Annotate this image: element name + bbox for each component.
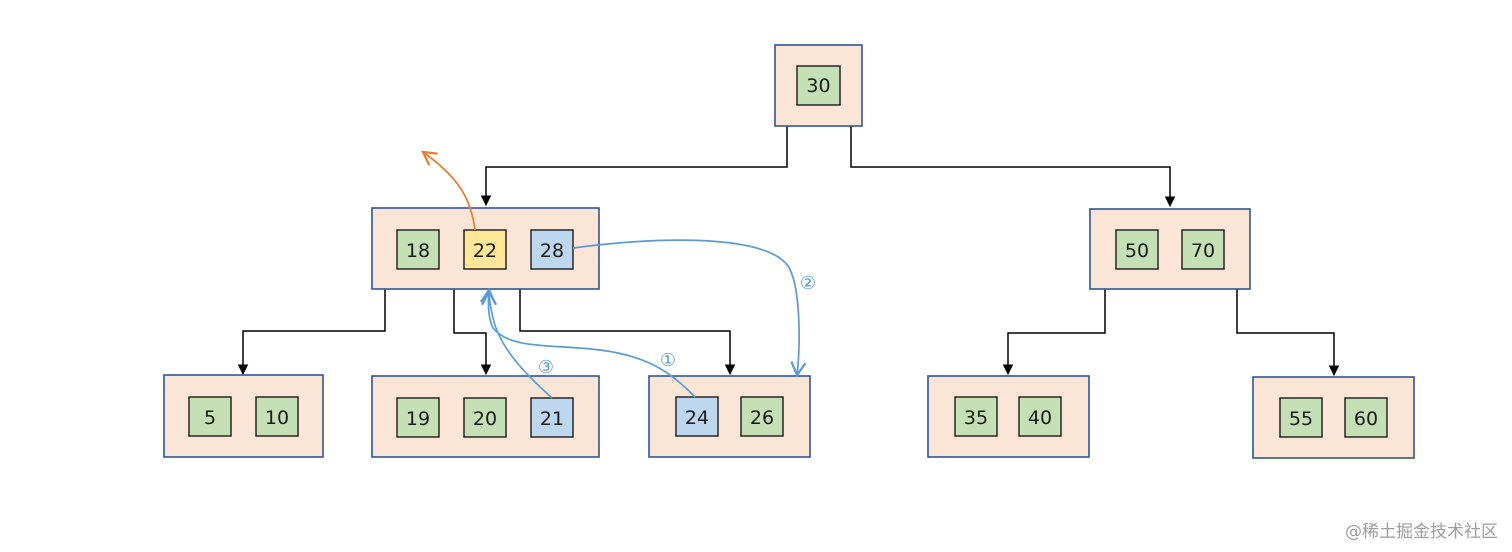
key-cell: 70 <box>1181 229 1225 270</box>
tree-edges <box>237 126 1340 377</box>
key-value: 21 <box>540 408 564 430</box>
key-cell: 5 <box>188 396 232 437</box>
edge-right-to-leaf-5 <box>1236 289 1340 377</box>
key-cell: 40 <box>1018 396 1062 437</box>
edge-left-to-leaf-3 <box>519 289 736 376</box>
key-cell: 10 <box>255 396 299 437</box>
step-label-1: ① <box>660 350 676 371</box>
node-leaf-5: 55 60 <box>1252 376 1415 459</box>
key-cell: 26 <box>740 396 784 437</box>
key-value: 26 <box>750 407 774 429</box>
step-label-2: ② <box>800 273 816 294</box>
node-root: 30 <box>774 44 863 127</box>
key-value: 20 <box>473 408 497 430</box>
key-cell: 22 <box>463 229 507 270</box>
key-value: 50 <box>1125 240 1149 262</box>
key-cell: 50 <box>1115 229 1159 270</box>
key-cell: 60 <box>1344 397 1388 438</box>
key-value: 19 <box>406 408 430 430</box>
key-value: 22 <box>473 240 497 262</box>
key-value: 30 <box>806 75 830 97</box>
key-cell: 21 <box>530 397 574 438</box>
node-leaf-3: 24 26 <box>648 375 811 458</box>
key-value: 5 <box>204 407 216 429</box>
node-left-internal: 18 22 28 <box>371 207 600 290</box>
edge-left-to-leaf-1 <box>237 289 386 376</box>
key-cell: 30 <box>796 65 841 106</box>
key-value: 40 <box>1028 407 1052 429</box>
key-value: 10 <box>265 407 289 429</box>
step-label-3: ③ <box>538 357 554 378</box>
edge-root-to-right <box>850 126 1176 208</box>
key-cell: 18 <box>396 229 440 270</box>
edge-root-to-left <box>480 126 788 207</box>
key-cell: 35 <box>954 396 998 437</box>
node-leaf-1: 5 10 <box>163 374 324 458</box>
blue-arrow-step-1 <box>479 287 696 398</box>
node-leaf-2: 19 20 21 <box>371 375 600 458</box>
key-value: 70 <box>1191 240 1215 262</box>
edge-left-to-leaf-2 <box>453 289 492 376</box>
key-value: 55 <box>1289 408 1313 430</box>
key-value: 28 <box>540 240 564 262</box>
key-value: 60 <box>1354 408 1378 430</box>
key-cell: 28 <box>530 229 574 270</box>
key-value: 35 <box>964 407 988 429</box>
key-cell: 24 <box>675 396 719 437</box>
key-value: 18 <box>406 240 430 262</box>
node-leaf-4: 35 40 <box>927 375 1090 458</box>
key-cell: 20 <box>463 397 507 438</box>
key-value: 24 <box>685 407 709 429</box>
orange-promote-arrow <box>421 150 476 231</box>
blue-arrow-step-2 <box>572 239 807 378</box>
blue-arrow-step-3 <box>480 289 553 399</box>
watermark: @稀土掘金技术社区 <box>1345 522 1498 542</box>
key-cell: 55 <box>1279 397 1323 438</box>
edge-right-to-leaf-4 <box>1002 289 1106 376</box>
node-right-internal: 50 70 <box>1089 208 1251 290</box>
key-cell: 19 <box>396 397 440 438</box>
